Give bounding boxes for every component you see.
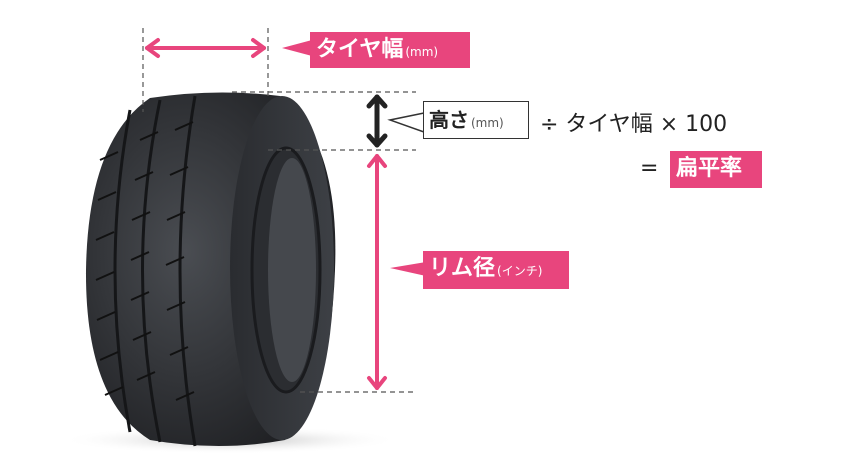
height-label: 高さ (mm)	[423, 101, 529, 139]
formula-equals: =	[640, 156, 659, 181]
rim-diameter-unit: (インチ)	[497, 264, 543, 278]
tire-inner-tread	[268, 158, 316, 382]
height-label-pointer	[387, 112, 425, 133]
tread-grooves	[113, 95, 197, 447]
formula-divide: ÷ タイヤ幅 × 100	[540, 112, 728, 137]
height-text: 高さ	[429, 108, 469, 132]
height-unit: (mm)	[471, 116, 504, 130]
tread-pattern	[95, 121, 195, 401]
aspect-ratio-text: 扁平率	[676, 156, 743, 181]
rim-arrow	[367, 154, 387, 390]
rim-diameter-label: リム径 (インチ)	[423, 251, 569, 289]
aspect-ratio-label: 扁平率	[670, 151, 762, 188]
tire-width-label: タイヤ幅 (mm)	[310, 32, 470, 68]
guide-lines	[142, 28, 416, 393]
height-arrow	[366, 94, 388, 148]
tire-width-text: タイヤ幅	[316, 37, 404, 62]
tire-width-unit: (mm)	[405, 45, 439, 59]
width-arrow	[145, 38, 266, 58]
width-label-pointer	[282, 40, 312, 56]
rim-diameter-text: リム径	[429, 256, 496, 281]
rim-label-pointer	[390, 262, 426, 276]
